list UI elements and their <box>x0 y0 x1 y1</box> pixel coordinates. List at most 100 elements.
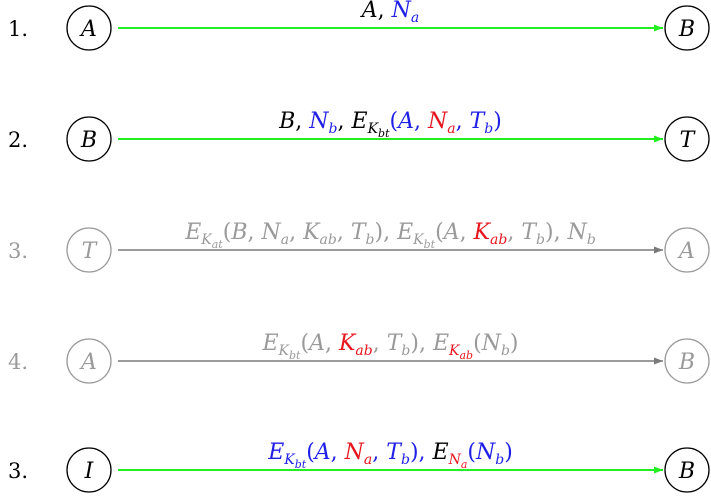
node-to: B <box>664 5 710 51</box>
node-from: A <box>66 338 112 384</box>
message-token: E <box>432 331 449 356</box>
message-subscript: K <box>200 232 213 248</box>
node-from: T <box>66 227 112 273</box>
node-to: T <box>664 116 710 162</box>
message-subscript: b <box>495 452 504 468</box>
protocol-step: 4. A B EKbt​(A, Kab​, Tb​), EKab​(Nb​) <box>8 331 710 384</box>
message-subsubscript: a <box>461 458 468 471</box>
node-circle <box>664 227 710 273</box>
message-subscript: ab <box>490 232 507 248</box>
node-circle <box>664 5 710 51</box>
step-number: 2. <box>8 128 28 152</box>
message-token: ), <box>545 220 568 245</box>
message-token: , <box>289 220 303 245</box>
message-token: ) <box>510 331 519 356</box>
node-circle <box>664 447 710 493</box>
message-token: N <box>475 440 496 465</box>
message-token: , <box>507 220 521 245</box>
message-subscript: K <box>412 232 425 248</box>
message-token: ( <box>300 331 309 356</box>
step-number: 3. <box>8 239 28 263</box>
message-token: T <box>470 109 487 134</box>
message-token: A <box>442 220 460 245</box>
message-token: , <box>295 109 309 134</box>
message-token: , <box>372 440 386 465</box>
message-token: T <box>387 331 404 356</box>
message-token: ( <box>467 440 476 465</box>
node-circle <box>66 116 112 162</box>
message-subsubscript: at <box>212 238 224 251</box>
node-to: A <box>664 227 710 273</box>
message-token: T <box>351 220 368 245</box>
message-token: , <box>460 220 474 245</box>
message-token: ( <box>473 331 482 356</box>
message-token: B <box>278 109 295 134</box>
message-subsubscript: bt <box>378 127 390 140</box>
message-token: A <box>360 0 378 23</box>
message-token: N <box>567 220 588 245</box>
message-subsubscript: bt <box>289 349 301 362</box>
message-token: ( <box>435 220 444 245</box>
message-token: , <box>414 109 428 134</box>
message-token: ), <box>410 440 433 465</box>
message-subsubscript: bt <box>295 458 307 471</box>
message-subscript: a <box>281 232 289 248</box>
message-token: T <box>521 220 538 245</box>
message-subscript: K <box>283 452 296 468</box>
message-token: ) <box>504 440 513 465</box>
message-token: E <box>267 440 284 465</box>
message-token: E <box>432 440 449 465</box>
protocol-step: 2.BTB, Nb​, EKbt​(A, Na​, Tb​) <box>8 109 710 162</box>
message-token: N <box>427 109 448 134</box>
node-circle <box>664 116 710 162</box>
message-token: ), <box>410 331 433 356</box>
node-label: B <box>678 459 695 484</box>
message-token: B <box>230 220 247 245</box>
message-subscript: b <box>587 232 596 248</box>
message-subscript: b <box>329 121 338 137</box>
message-token: , <box>338 109 352 134</box>
node-from: A <box>66 5 112 51</box>
message-token: E <box>396 220 413 245</box>
node-to: B <box>664 338 710 384</box>
message-subsubscript: ab <box>459 349 473 362</box>
message-text: B, Nb​, EKbt​(A, Na​, Tb​) <box>278 109 502 140</box>
message-subscript: N <box>448 452 462 468</box>
message-token: , <box>337 220 351 245</box>
message-text: EKbt​(A, Na​, Tb​), ENa​(Nb​) <box>267 440 513 471</box>
message-token: , <box>248 220 262 245</box>
message-token: ( <box>306 440 315 465</box>
message-subscript: K <box>278 343 291 359</box>
message-text: EKat​(B, Na​, Kab​, Tb​), EKbt​(A, Kab​,… <box>184 220 596 251</box>
node-label: A <box>79 17 97 42</box>
message-token: A <box>313 440 331 465</box>
node-circle <box>664 338 710 384</box>
message-subscript: b <box>484 121 493 137</box>
message-subscript: K <box>367 121 380 137</box>
message-token: K <box>338 331 357 356</box>
node-from: B <box>66 116 112 162</box>
message-subscript: K <box>448 343 461 359</box>
node-label: A <box>677 239 695 264</box>
message-token: ) <box>493 109 502 134</box>
message-token: N <box>261 220 282 245</box>
message-token: , <box>378 0 392 23</box>
step-number: 4. <box>8 350 28 374</box>
message-subscript: a <box>411 10 419 26</box>
message-token: , <box>373 331 387 356</box>
node-circle <box>66 227 112 273</box>
message-text: EKbt​(A, Kab​, Tb​), EKab​(Nb​) <box>261 331 518 362</box>
message-subscript: a <box>364 452 372 468</box>
message-subscript: b <box>366 232 375 248</box>
message-token: A <box>396 109 414 134</box>
message-token: K <box>473 220 492 245</box>
node-label: T <box>680 128 697 153</box>
message-token: , <box>331 440 345 465</box>
node-label: B <box>678 350 695 375</box>
message-token: N <box>308 109 329 134</box>
message-subsubscript: bt <box>424 238 436 251</box>
message-subscript: b <box>536 232 545 248</box>
message-token: ( <box>390 109 399 134</box>
node-circle <box>66 5 112 51</box>
